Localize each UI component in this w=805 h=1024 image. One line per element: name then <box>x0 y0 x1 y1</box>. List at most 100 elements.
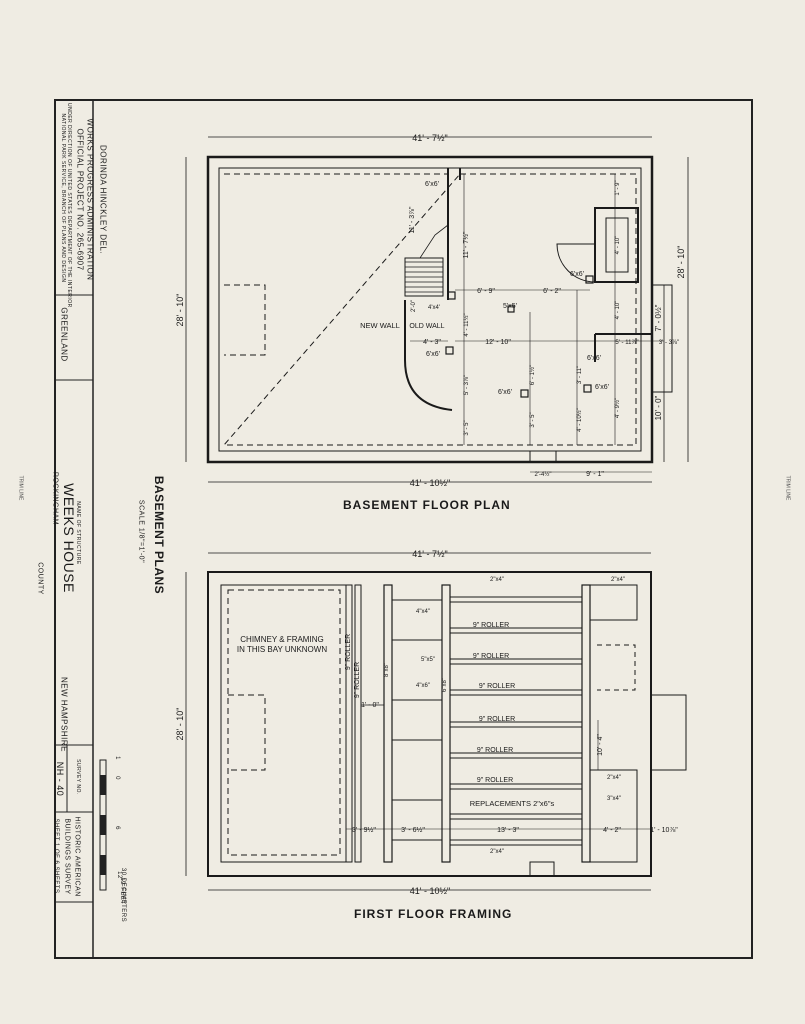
dim-center-top: 11' - 7½" <box>462 231 470 259</box>
scale-tick-0: 0 <box>114 776 120 780</box>
frame-dim-right-v: 10' - 4" <box>597 734 604 756</box>
delineator-label: DORINDA HINCKLEY DEL. <box>98 144 108 255</box>
first-floor-framing-plan: 41' - 7½" 41' - 10½" 28' - 10" 3' - 9½" … <box>175 549 687 896</box>
roller-label-4: 9" ROLLER <box>479 716 515 723</box>
frame-dim-bottom-a: 3' - 9½" <box>352 826 376 834</box>
trim-line-left: TRIM LINE <box>17 475 24 501</box>
label-post-6x6-right2: 6'x6' <box>595 384 609 391</box>
dim-v-b: 5' - 3⅞" <box>464 375 470 395</box>
dim-v-k: 1' - 9" <box>615 180 621 195</box>
dim-v-j: 4' - 9½" <box>614 398 621 418</box>
frame-dim-bottom-d: 4' - 2" <box>603 827 621 834</box>
roller-label-v2: 9" ROLLER <box>354 662 361 698</box>
label-post-6x6-right1: 6'x6' <box>587 355 601 362</box>
agency-line-3: UNDER DIRECTION OF UNITED STATES DEPARTM… <box>66 103 72 308</box>
label-post-4x4: 4'x4' <box>428 305 440 311</box>
dim-row1-b: 6' - 2" <box>543 288 561 295</box>
dim-v-i: 4' - 10½" <box>576 408 583 432</box>
sheet-border <box>54 99 753 959</box>
dim-v-c: 6' - 1½" <box>529 365 536 385</box>
dim-top-width: 41' - 7½" <box>412 133 447 143</box>
survey-label: SURVEY NO. <box>75 759 81 795</box>
roller-label-2: 9" ROLLER <box>473 653 509 660</box>
size-2x4-r2: 2"x4" <box>607 775 621 781</box>
dim-right-upper: 7' - 0½" <box>654 304 663 331</box>
frame-dim-bottom-c: 13' - 3" <box>497 827 519 834</box>
dim-stair-height: 11' - 3⅞" <box>409 206 416 234</box>
size-3x4: 3"x4" <box>607 796 621 802</box>
framing-plan-title: FIRST FLOOR FRAMING <box>354 907 513 921</box>
county-label-1: ROCKINGHAM <box>51 471 59 526</box>
scale-tick-1: 1 <box>114 756 120 760</box>
label-post-6x6-center: 6'x6' <box>498 389 512 396</box>
program-line-2: BUILDINGS SURVEY <box>63 818 71 895</box>
dim-v-e: 3' - 5" <box>530 412 536 427</box>
survey-number: NH - 40 <box>55 761 65 797</box>
size-2x4-top: 2"x4" <box>490 577 504 583</box>
dim-v-g: 4' - 10" <box>615 236 621 255</box>
frame-dim-bottom: 41' - 10½" <box>410 886 450 896</box>
label-post-5x5: 5'x5' <box>503 303 517 310</box>
scale-tick-6: 6 <box>114 826 120 830</box>
size-6x8: 6"x8" <box>442 678 448 692</box>
structure-name: WEEKS HOUSE <box>61 483 77 593</box>
chimney-note-1: CHIMNEY & FRAMING <box>240 635 323 644</box>
dim-row2-c: 5' - 11⅞" <box>615 340 638 346</box>
trim-line-right: TRIM LINE <box>784 475 791 501</box>
dim-row2-a: 4' - 3" <box>423 339 441 346</box>
dim-v-d: 3' - 5" <box>464 420 470 435</box>
sheet-count: SHEET 1 OF 6 SHEETS <box>53 818 59 894</box>
scale-bar <box>99 759 107 891</box>
roller-label-v1: 9" ROLLER <box>345 634 352 670</box>
frame-dim-bottom-e: 1' - 10⅞" <box>650 827 678 834</box>
dim-right-depth: 28' - 10" <box>676 246 686 279</box>
dim-right-lower: 10' - 0" <box>654 395 663 420</box>
roller-label-3: 9" ROLLER <box>479 683 515 690</box>
label-old-wall: OLD WALL <box>409 323 444 330</box>
size-8x8: 8"x8" <box>384 663 390 677</box>
label-new-wall: NEW WALL <box>360 321 400 330</box>
agency-line-2: OFFICIAL PROJECT NO. 265-6907 <box>75 128 85 271</box>
dim-left-depth: 28' - 10" <box>175 294 185 327</box>
dim-bottom-width: 41' - 10½" <box>410 478 450 488</box>
scale-tick-12: 12 <box>116 871 122 879</box>
county-label-2: COUNTY <box>36 562 44 595</box>
dim-bottom-small: 2'-4½" <box>535 471 552 478</box>
label-post-6x6-left: 6'x6' <box>426 351 440 358</box>
roller-label-1: 9" ROLLER <box>473 622 509 629</box>
town-label: GREENLAND <box>59 307 69 362</box>
roller-label-6: 9" ROLLER <box>477 777 513 784</box>
dim-v-h: 3' - 11" <box>577 366 583 384</box>
state-label: NEW HAMPSHIRE <box>59 677 69 752</box>
dim-bottom-right: 9' - 1" <box>586 471 604 478</box>
size-5x5: 5"x5" <box>421 657 435 663</box>
label-stair-dim: 2'-0" <box>411 300 417 312</box>
scale-label: SCALE 1/8"=1'-0" <box>137 499 145 564</box>
size-4x6: 4"x6" <box>416 683 430 689</box>
dim-row1-a: 6' - 9" <box>477 288 495 295</box>
program-line-1: HISTORIC AMERICAN <box>73 816 81 897</box>
agency-line-1: WORKS PROGRESS ADMINISTRATION <box>85 118 95 281</box>
size-2x4-r1: 2"x4" <box>611 577 625 583</box>
frame-dim-left: 28' - 10" <box>175 708 185 741</box>
chimney-note-2: IN THIS BAY UNKNOWN <box>237 645 327 654</box>
basement-floor-plan: 41' - 7½" 41' - 10½" 28' - 10" 28' - 10"… <box>175 133 689 488</box>
sheet-title: BASEMENT PLANS <box>152 475 166 595</box>
dim-v-a: 4' - 11½" <box>463 313 470 336</box>
dim-v-f: 4' - 10" <box>615 301 621 320</box>
frame-dim-bottom-b: 3' - 6½" <box>401 826 425 834</box>
agency-line-4: NATIONAL PARK SERVICE, BRANCH OF PLANS A… <box>60 113 66 283</box>
replacements-label: REPLACEMENTS 2"x6"s <box>470 799 555 808</box>
basement-plan-title: BASEMENT FLOOR PLAN <box>343 498 511 512</box>
size-4x4: 4"x4" <box>416 609 430 615</box>
frame-dim-top: 41' - 7½" <box>412 549 447 559</box>
frame-dim-left-small: 1' - 0" <box>361 702 379 709</box>
roller-label-5: 9" ROLLER <box>477 747 513 754</box>
dim-row2-b: 12' - 10" <box>485 339 511 346</box>
dim-row2-d: 3' - 3⅞" <box>659 340 679 346</box>
label-beam-top: 6'x6' <box>425 181 439 188</box>
label-beam-right: 6'x6' <box>570 271 584 278</box>
size-2x4-bottom: 2"x4" <box>490 849 504 855</box>
